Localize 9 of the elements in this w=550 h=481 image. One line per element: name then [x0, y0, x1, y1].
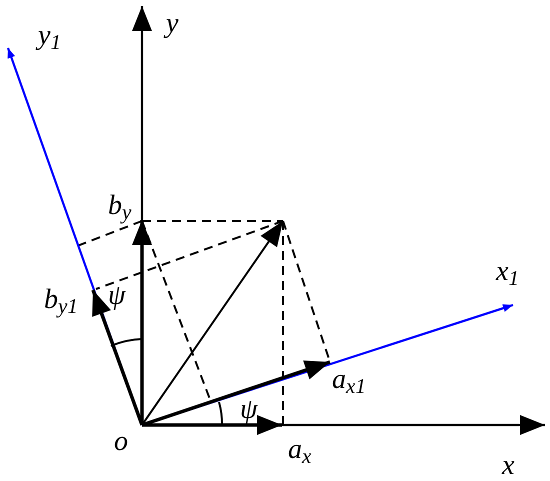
axis-label: y	[166, 10, 178, 38]
axis-label: ψ	[108, 282, 126, 310]
axis-label: ψ	[240, 396, 258, 424]
axis-label: x$_{1}$	[496, 258, 519, 286]
axis-label: x	[502, 452, 514, 480]
axis-label: y$_{1}$	[38, 22, 61, 50]
axis-label: o	[114, 428, 128, 456]
axis-label: a$_{x1}$	[332, 366, 366, 394]
axis-label: a$_{x}$	[288, 436, 312, 464]
